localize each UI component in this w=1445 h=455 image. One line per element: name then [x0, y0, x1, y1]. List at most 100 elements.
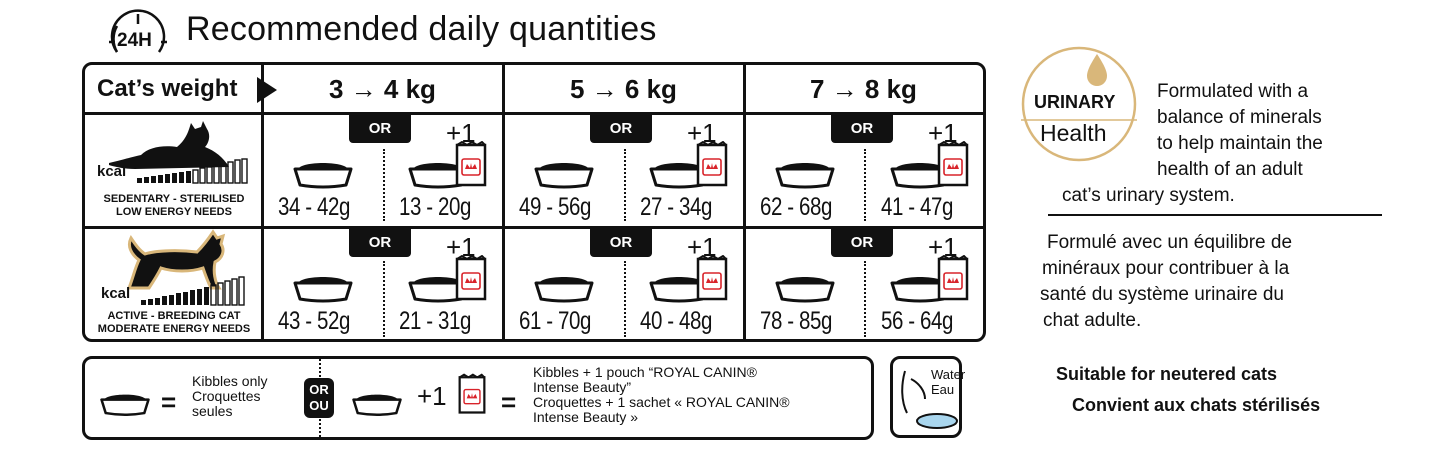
- profile-line1: ACTIVE - BREEDING CAT: [107, 310, 241, 322]
- or-badge: OR: [590, 229, 652, 257]
- amount-with-pouch: 40 - 48g: [640, 307, 712, 335]
- equals-sign: =: [501, 387, 517, 417]
- mix-en-1: Kibbles + 1 pouch “ROYAL CANIN®: [533, 364, 757, 380]
- pouch-icon: [936, 254, 970, 301]
- amount-with-pouch: 56 - 64g: [881, 307, 953, 335]
- suitable-fr: Convient aux chats stérilisés: [1072, 395, 1321, 415]
- row-divider: [85, 226, 983, 229]
- mix-fr-2: Intense Beauty »: [533, 409, 639, 425]
- or-en: OR: [309, 382, 329, 397]
- urinary-fr-2: minéraux pour contribuer à la: [1042, 258, 1290, 279]
- divider-rule: [1048, 214, 1382, 216]
- walking-cat-icon: [126, 229, 226, 290]
- kibble-bowl-icon: [648, 157, 710, 189]
- 24h-clock-icon: 24H: [105, 8, 171, 70]
- dotted-separator: [864, 149, 866, 221]
- water-en: Water: [931, 367, 966, 382]
- col-divider: [261, 65, 264, 339]
- kibble-bowl-icon: [648, 271, 710, 303]
- kibbles-only-fr-1: Croquettes: [192, 388, 261, 404]
- urinary-en-1: Formulated with a: [1157, 81, 1309, 102]
- water-fr: Eau: [931, 382, 955, 397]
- weight-range-1: 3 → 4 kg: [329, 74, 436, 104]
- kcal-label: kcal: [97, 163, 127, 180]
- kibble-bowl-icon: [292, 157, 354, 189]
- pouch-icon: [454, 254, 488, 301]
- pouch-icon: [458, 373, 486, 414]
- kibble-bowl-icon: [774, 157, 836, 189]
- row-divider: [85, 112, 983, 115]
- kibble-bowl-icon: [292, 271, 354, 303]
- amount-with-pouch: 27 - 34g: [640, 193, 712, 221]
- weight-range-2: 5 → 6 kg: [570, 74, 677, 104]
- play-arrow-icon: [257, 77, 277, 103]
- kibbles-pouch-label: Kibbles + 1 pouch “ROYAL CANIN® Intense …: [533, 365, 790, 425]
- amount-with-pouch: 13 - 20g: [399, 193, 471, 221]
- or-badge: OR: [349, 229, 411, 257]
- urinary-en-5: cat’s urinary system.: [1062, 185, 1235, 206]
- kibbles-only-label: Kibbles only Croquettes seules: [192, 374, 268, 419]
- urinary-en-2: balance of minerals: [1157, 107, 1322, 128]
- urinary-health-badge: [1021, 46, 1137, 162]
- urinary-en-3: to help maintain the: [1157, 133, 1323, 154]
- amount-with-pouch: 21 - 31g: [399, 307, 471, 335]
- weight-range-3: 7 → 8 kg: [810, 74, 917, 104]
- profile-active: ACTIVE - BREEDING CAT MODERATE ENERGY NE…: [89, 310, 259, 336]
- water-label: Water Eau: [931, 367, 965, 397]
- or-badge: OR: [831, 229, 893, 257]
- pouch-icon: [695, 254, 729, 301]
- equals-sign: =: [161, 387, 177, 417]
- pouch-icon: [454, 140, 488, 187]
- kibble-bowl-icon: [100, 394, 150, 416]
- profile-sedentary: SEDENTARY - STERILISED LOW ENERGY NEEDS: [89, 193, 259, 219]
- urinary-fr-4: chat adulte.: [1043, 310, 1142, 331]
- legend-box: = Kibbles only Croquettes seules OR OU +…: [82, 356, 874, 440]
- or-badge: OR: [831, 115, 893, 143]
- urinary-fr-3: santé du système urinaire du: [1040, 284, 1284, 305]
- amount-kibbles-only: 62 - 68g: [760, 193, 832, 221]
- urinary-badge-line2: Health: [1040, 120, 1107, 146]
- lying-cat-icon: [109, 121, 229, 169]
- dotted-separator: [624, 261, 626, 337]
- or-badge: OR: [349, 115, 411, 143]
- energy-level-moderate-icon: [141, 276, 245, 306]
- amount-kibbles-only: 49 - 56g: [519, 193, 591, 221]
- pouch-icon: [695, 140, 729, 187]
- profile-line1: SEDENTARY - STERILISED: [103, 193, 245, 205]
- pouch-icon: [936, 140, 970, 187]
- kibble-bowl-icon: [352, 394, 402, 416]
- kibble-bowl-icon: [407, 271, 469, 303]
- plus-one-label: +1: [417, 381, 447, 411]
- col-divider: [743, 65, 746, 339]
- water-bowl-icon: [901, 370, 958, 429]
- kibble-bowl-icon: [889, 271, 951, 303]
- amount-kibbles-only: 61 - 70g: [519, 307, 591, 335]
- amount-kibbles-only: 78 - 85g: [760, 307, 832, 335]
- quantities-table: Cat’s weight 3 → 4 kg 5 → 6 kg 7 → 8 kg …: [82, 62, 986, 342]
- page-title: Recommended daily quantities: [186, 10, 657, 48]
- kcal-label: kcal: [101, 285, 131, 302]
- col-divider: [502, 65, 505, 339]
- dotted-separator: [864, 261, 866, 337]
- badge-24h-label: 24H: [117, 30, 152, 51]
- suitable-en: Suitable for neutered cats: [1056, 364, 1278, 384]
- cats-weight-label: Cat’s weight: [97, 75, 238, 102]
- water-box: Water Eau: [890, 356, 965, 438]
- kibble-bowl-icon: [533, 157, 595, 189]
- amount-kibbles-only: 43 - 52g: [278, 307, 350, 335]
- or-badge: OR: [590, 115, 652, 143]
- kibble-bowl-icon: [774, 271, 836, 303]
- urinary-fr-1: Formulé avec un équilibre de: [1047, 232, 1293, 253]
- profile-line2: LOW ENERGY NEEDS: [116, 206, 232, 218]
- profile-line2: MODERATE ENERGY NEEDS: [97, 323, 251, 335]
- urinary-badge-line1: URINARY: [1034, 92, 1116, 112]
- energy-level-low-icon: [137, 158, 248, 184]
- dotted-separator: [383, 261, 385, 337]
- kibbles-only-en: Kibbles only: [192, 373, 268, 389]
- urinary-en-4: health of an adult: [1157, 159, 1303, 180]
- amount-kibbles-only: 34 - 42g: [278, 193, 350, 221]
- kibbles-only-fr-2: seules: [192, 403, 233, 419]
- dotted-separator: [383, 149, 385, 221]
- mix-en-2: Intense Beauty”: [533, 379, 632, 395]
- dotted-separator: [624, 149, 626, 221]
